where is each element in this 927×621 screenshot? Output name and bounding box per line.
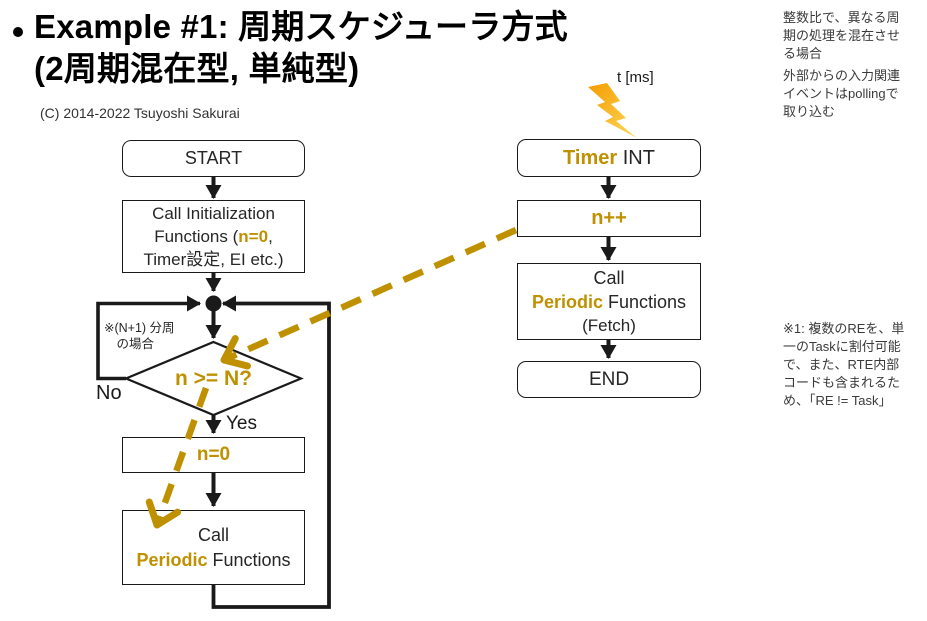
init-line-2: Functions (n=0, bbox=[154, 227, 273, 246]
yes-branch-label: Yes bbox=[226, 413, 257, 434]
end-label: END bbox=[588, 368, 630, 390]
periodic-highlight: Periodic bbox=[136, 549, 208, 570]
timer-int-box: Timer INT bbox=[517, 139, 701, 177]
fetch-line-1: Call bbox=[593, 267, 625, 288]
init-line-1: Call Initialization bbox=[152, 204, 275, 223]
junction-dot bbox=[205, 295, 222, 312]
fetch-line-3: (Fetch) bbox=[582, 315, 636, 335]
page-title: Example #1: 周期スケジューラ方式 (2周期混在型, 単純型) bbox=[34, 8, 568, 88]
periodic-functions-box: Call Periodic Functions bbox=[122, 510, 305, 585]
end-box: END bbox=[517, 361, 701, 398]
increment-box: n++ bbox=[517, 200, 701, 237]
sidebar-note-1: 整数比で、異なる周 期の処理を混在させ る場合 bbox=[783, 10, 901, 61]
no-branch-label: No bbox=[96, 382, 122, 404]
increment-label: n++ bbox=[591, 207, 627, 229]
start-box: START bbox=[122, 140, 305, 177]
copyright-text: (C) 2014-2022 Tsuyoshi Sakurai bbox=[40, 105, 240, 121]
sidebar-note-2: 外部からの入力関連 イベントはpollingで 取り込む bbox=[783, 68, 901, 119]
periodic-line-2: Periodic Functions bbox=[136, 549, 291, 570]
decision-label: n >= N? bbox=[174, 366, 253, 390]
init-n0-highlight: n=0 bbox=[238, 227, 269, 246]
fetch-highlight: Periodic bbox=[531, 291, 603, 312]
start-label: START bbox=[184, 148, 243, 168]
periodic-fetch-box: Call Periodic Functions (Fetch) bbox=[517, 263, 701, 340]
reset-box: n=0 bbox=[122, 437, 305, 473]
timer-highlight: Timer bbox=[563, 146, 618, 169]
reset-label: n=0 bbox=[196, 444, 231, 465]
timer-int-label: Timer INT bbox=[563, 146, 655, 169]
sidebar-footnote: ※1: 複数のREを、単 一のTaskに割付可能 で、また、RTE内部 コードも… bbox=[783, 321, 905, 408]
t-ms-label: t [ms] bbox=[617, 69, 654, 86]
divider-case-note: ※(N+1) 分周 の場合 bbox=[104, 321, 175, 351]
init-box: Call Initialization Functions (n=0, Time… bbox=[122, 200, 305, 273]
fetch-line-2: Periodic Functions bbox=[531, 291, 687, 312]
periodic-line-1: Call bbox=[197, 524, 229, 545]
init-line-3: Timer設定, EI etc.) bbox=[143, 250, 284, 269]
lightning-icon bbox=[588, 83, 637, 138]
title-bullet-icon bbox=[13, 27, 23, 37]
